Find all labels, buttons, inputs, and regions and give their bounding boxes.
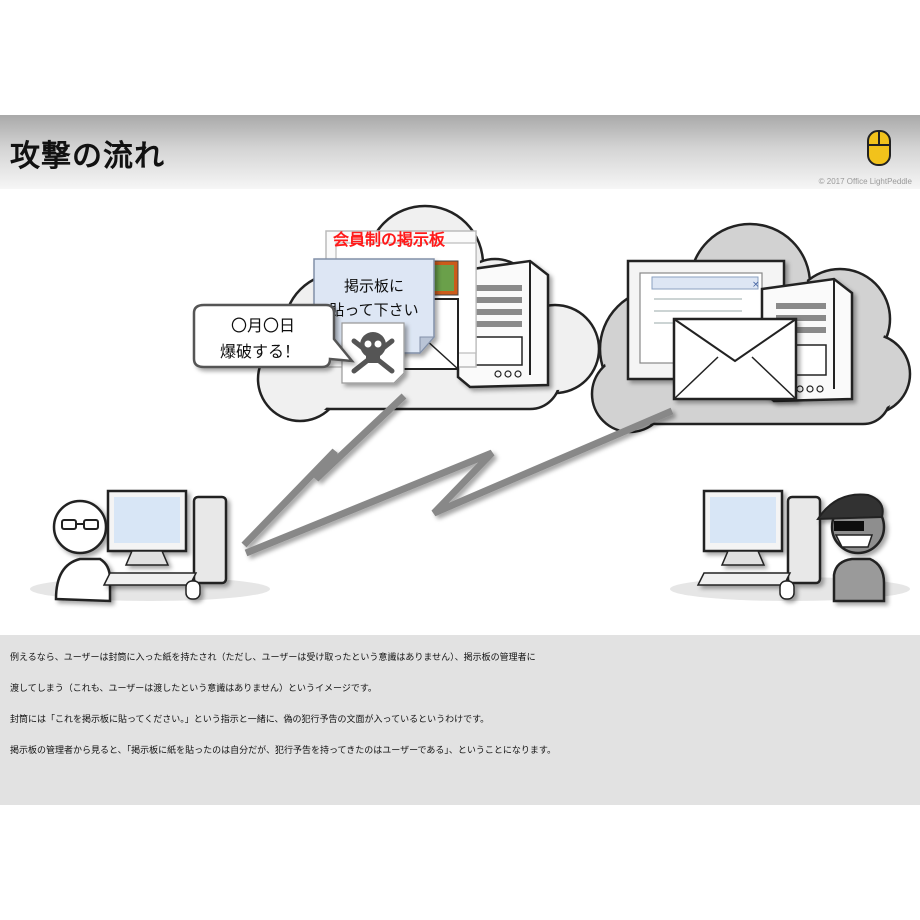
bubble-line-2: 爆破する！ bbox=[220, 342, 300, 361]
close-icon: × bbox=[752, 280, 760, 290]
threat-speech-bubble: 〇月〇日 爆破する！ bbox=[192, 303, 355, 369]
network-link-left bbox=[241, 393, 407, 548]
skull-icon bbox=[351, 332, 395, 374]
caption-line: 掲示板の管理者から見ると、「掲示板に紙を貼ったのは自分だが、犯行予告を持ってきた… bbox=[10, 746, 557, 756]
caption-text: 例えるなら、ユーザーは封筒に入った紙を持たされ（ただし、ユーザーは受け取ったとい… bbox=[10, 643, 916, 767]
slide-title: 攻撃の流れ bbox=[10, 139, 165, 174]
user-icon bbox=[30, 499, 270, 603]
attacker-icon bbox=[816, 493, 886, 603]
attack-flow-diagram: 会員制の掲示板 掲示板に 貼って下さい bbox=[30, 204, 912, 603]
caption-line: 封筒には「これを掲示板に貼ってください。」という指示と一緒に、偽の犯行予告の文面… bbox=[10, 715, 490, 725]
caption-box: 例えるなら、ユーザーは封筒に入った紙を持たされ（ただし、ユーザーは受け取ったとい… bbox=[0, 635, 920, 805]
user-computer-icon bbox=[102, 489, 228, 600]
note-line-1: 掲示板に bbox=[344, 277, 404, 295]
threat-paper bbox=[341, 322, 405, 384]
bubble-line-1: 〇月〇日 bbox=[231, 316, 295, 335]
note-line-2: 貼って下さい bbox=[329, 301, 418, 319]
mouse-logo-icon bbox=[867, 130, 891, 166]
caption-line: 例えるなら、ユーザーは封筒に入った紙を持たされ（ただし、ユーザーは受け取ったとい… bbox=[10, 653, 536, 663]
copyright-text: © 2017 Office LightPeddle bbox=[818, 177, 912, 186]
envelope-icon bbox=[672, 317, 798, 401]
server-icon bbox=[456, 259, 550, 389]
board-title: 会員制の掲示板 bbox=[333, 230, 446, 249]
slide: 攻撃の流れ © 2017 Office LightPeddle bbox=[0, 115, 920, 805]
caption-line: 渡してしまう（これも、ユーザーは渡したという意識はありません）というイメージです… bbox=[10, 684, 377, 694]
network-link-right bbox=[244, 407, 674, 557]
title-bar: 攻撃の流れ © 2017 Office LightPeddle bbox=[0, 115, 920, 189]
